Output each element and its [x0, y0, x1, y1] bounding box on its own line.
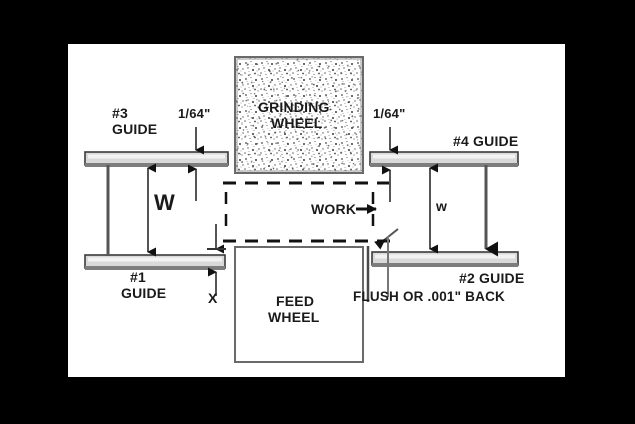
grinding-wheel-label-line2: WHEEL	[271, 115, 323, 131]
grinding-wheel	[234, 56, 364, 174]
dimension-x-label: X	[208, 290, 218, 306]
work-label: WORK	[311, 201, 357, 217]
guide-4-label: #4 GUIDE	[453, 133, 519, 149]
clearance-right-label: 1/64"	[373, 106, 406, 121]
flush-note-leader	[366, 228, 399, 302]
feed-wheel-label-line1: FEED	[276, 293, 315, 309]
guide-3-label-line2: GUIDE	[112, 121, 158, 137]
diagram-vector-layer	[84, 56, 519, 363]
guide-1-label-line2: GUIDE	[121, 285, 167, 301]
feed-wheel	[234, 246, 364, 363]
guide-3-bar	[84, 151, 229, 167]
dimension-x-left	[207, 224, 226, 296]
guide-2-bar	[371, 251, 519, 267]
guide-3-label-line1: #3	[112, 105, 128, 121]
flush-note-label: FLUSH OR .001" BACK	[353, 289, 505, 304]
diagram-canvas: #3 GUIDE 1/64" GRINDING WHEEL 1/64" #4 G…	[68, 44, 565, 377]
clearance-left-label: 1/64"	[178, 106, 211, 121]
dimension-w-right-label: w	[436, 198, 448, 214]
guide-1-bar	[84, 254, 226, 270]
grinding-wheel-label-line1: GRINDING	[258, 99, 330, 115]
guide-1-label-line1: #1	[130, 269, 146, 285]
guide-4-bar	[369, 151, 519, 167]
dimension-w-left-label: W	[154, 190, 175, 215]
work-piece-outline	[223, 181, 398, 243]
guide-2-label: #2 GUIDE	[459, 270, 525, 286]
feed-wheel-label-line2: WHEEL	[268, 309, 320, 325]
